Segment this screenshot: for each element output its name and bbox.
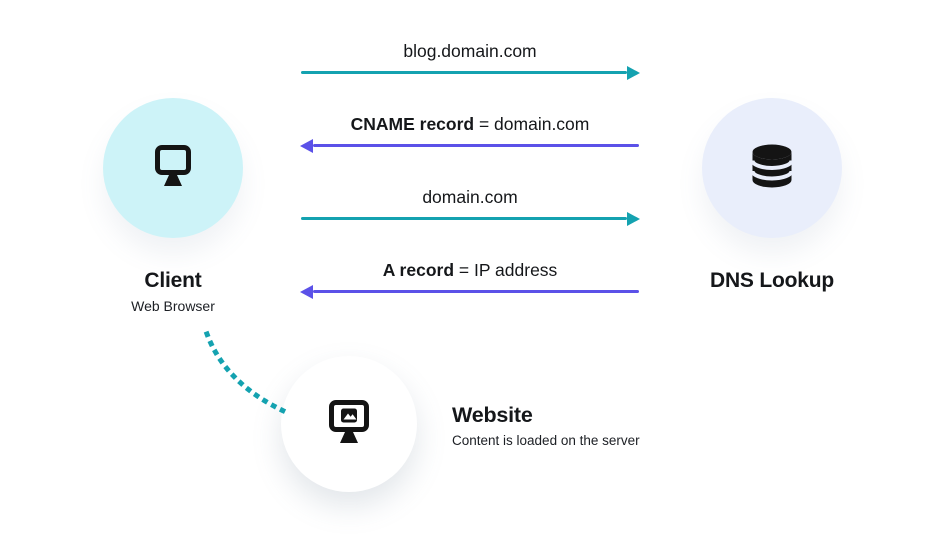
flow-row-cname-record: CNAME record = domain.com — [300, 113, 639, 153]
client-title: Client — [144, 269, 202, 292]
monitor-icon — [155, 144, 191, 193]
arrow-shaft — [301, 217, 627, 220]
monitor-photo-icon — [329, 399, 369, 450]
arrow-shaft — [313, 144, 639, 147]
website-subtitle: Content is loaded on the server — [452, 433, 640, 448]
website-node — [281, 356, 417, 492]
arrowhead-left-icon — [300, 284, 313, 299]
arrow-shaft — [313, 290, 639, 293]
arrow-label: domain.com — [301, 186, 639, 209]
client-node — [103, 98, 243, 238]
arrow-label-text: domain.com — [422, 187, 518, 207]
arrow-label-bold: CNAME record — [350, 114, 475, 134]
arrow-label-text: = domain.com — [474, 114, 590, 134]
arrowhead-right-icon — [627, 211, 640, 226]
dns-node — [702, 98, 842, 238]
arrow-label-text: blog.domain.com — [403, 41, 537, 61]
arrow-label: CNAME record = domain.com — [301, 113, 639, 136]
client-subtitle: Web Browser — [131, 298, 215, 314]
arrow-shaft — [301, 71, 627, 74]
flow-row-domain: domain.com — [301, 186, 640, 226]
website-title: Website — [452, 403, 533, 427]
dns-title: DNS Lookup — [710, 269, 834, 292]
flow-row-blog-domain: blog.domain.com — [301, 40, 640, 80]
flow-row-a-record: A record = IP address — [300, 259, 639, 299]
arrowhead-right-icon — [627, 65, 640, 80]
arrow-label: A record = IP address — [301, 259, 639, 282]
arrow-label-bold: A record — [382, 260, 455, 280]
database-icon — [750, 143, 794, 194]
arrow-label-text: = IP address — [454, 260, 558, 280]
arrow-label: blog.domain.com — [301, 40, 639, 63]
arrowhead-left-icon — [300, 138, 313, 153]
